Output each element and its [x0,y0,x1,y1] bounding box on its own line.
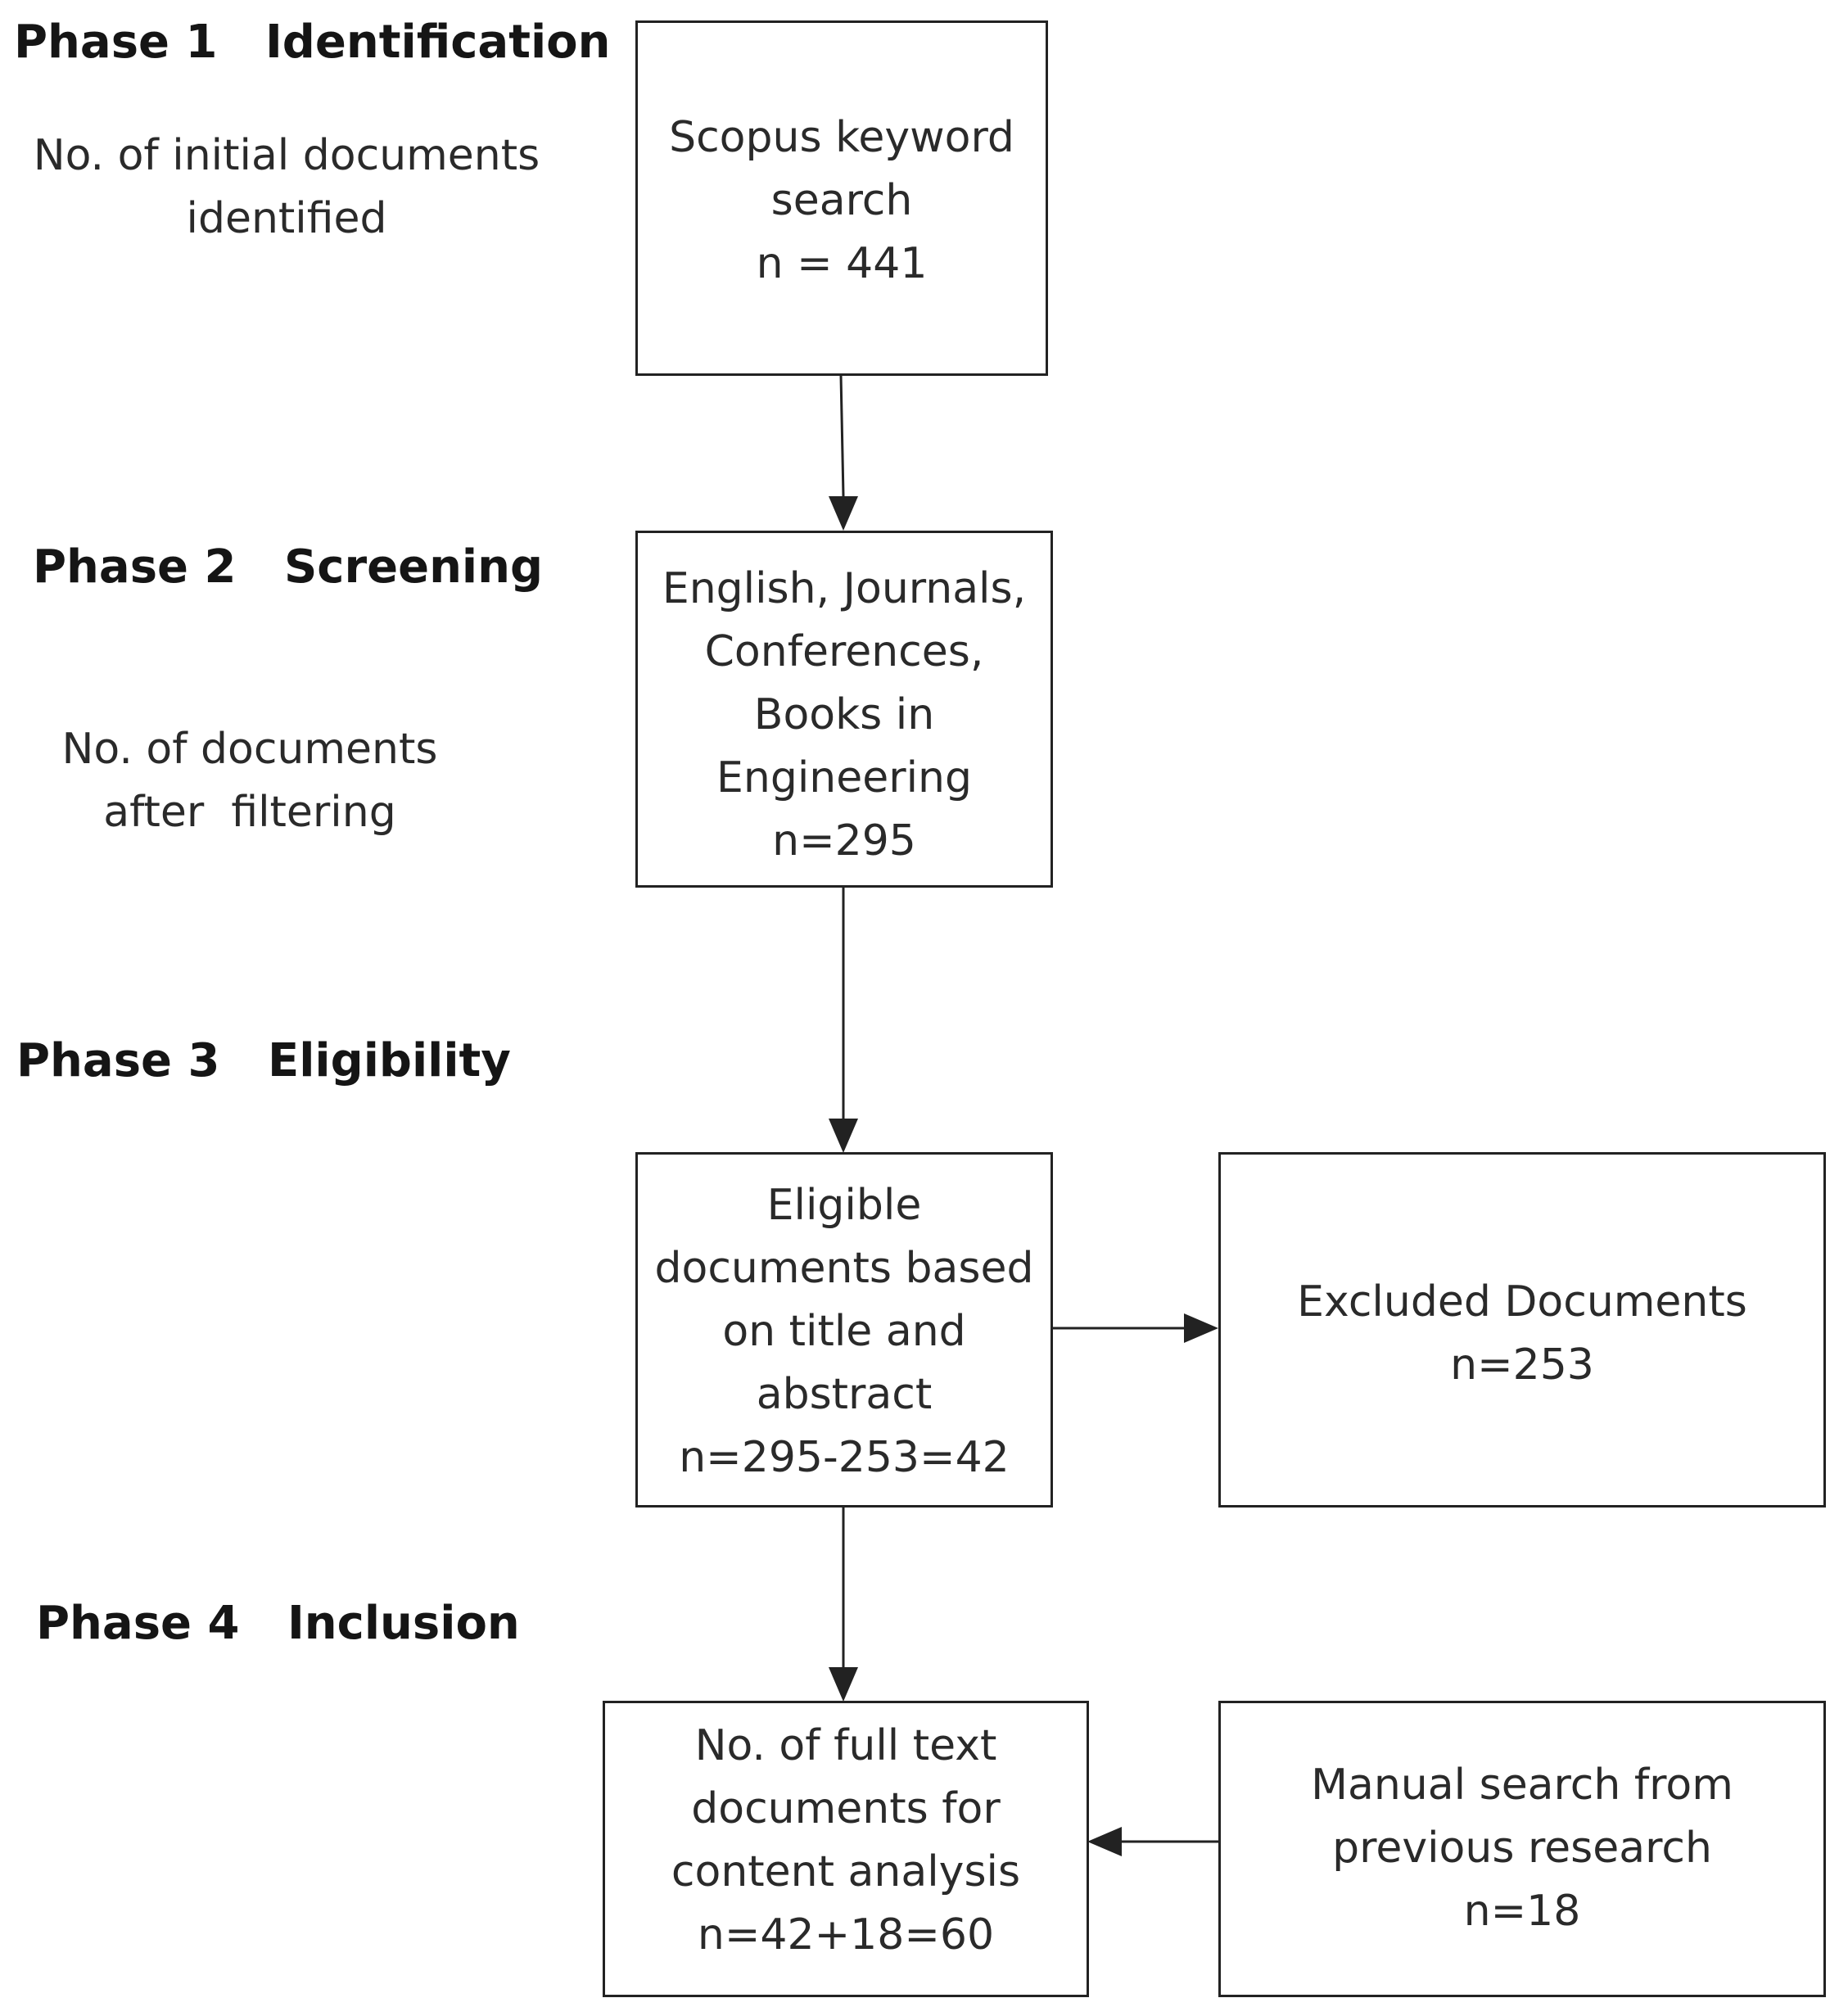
phase-1-description-line: identified [186,194,387,243]
box-text-line: Scopus keyword [669,113,1014,162]
phase-3-title: Phase 3 Eligibility [16,1034,511,1087]
box-text-line: documents for [691,1784,1001,1833]
box-text-line: English, Journals, [662,564,1027,613]
arrowhead-down [829,496,858,531]
box-text-line: No. of full text [694,1721,997,1770]
box-text-line: n=18 [1463,1887,1581,1936]
box-text-line: on title and [722,1307,966,1356]
phase-1-title: Phase 1 Identification [14,16,611,69]
box-text-line: content analysis [671,1847,1021,1896]
box-text-line: Excluded Documents [1297,1277,1747,1327]
phase-1-description-line: No. of initial documents [33,131,540,180]
arrowhead-right [1184,1313,1218,1343]
box-text-line: Engineering [716,753,972,802]
phase-4-title: Phase 4 Inclusion [36,1597,520,1650]
box-excluded-documents: Excluded Documents n=253 [1218,1152,1826,1508]
box-text-line: n=42+18=60 [697,1910,995,1960]
box-text-line: Eligible [766,1181,922,1230]
phase-2-description: No. of documents after filtering [16,718,483,844]
box-full-text-documents: No. of full text documents for content a… [603,1701,1089,1997]
box-scopus-search: Scopus keyword search n = 441 [635,20,1048,376]
box-text-line: search [770,176,913,225]
arrowhead-down [829,1667,858,1702]
phase-2-description-line: after filtering [103,788,396,837]
arrow-scopus-to-filter [839,374,845,497]
box-text-line: Books in [753,690,935,739]
arrowhead-down [829,1119,858,1153]
box-filtering: English, Journals, Conferences, Books in… [635,531,1053,888]
phase-2-description-line: No. of documents [61,725,438,774]
box-text-line: previous research [1332,1824,1712,1873]
phase-1-description: No. of initial documents identified [16,124,557,251]
box-text-line: n=295 [772,816,916,866]
arrowhead-left [1087,1827,1122,1856]
box-text-line: Conferences, [704,627,984,676]
box-eligible-documents: Eligible documents based on title and ab… [635,1152,1053,1508]
box-text-line: documents based [654,1244,1034,1293]
phase-2-title: Phase 2 Screening [33,540,544,594]
box-text-line: n=295-253=42 [679,1433,1010,1482]
box-manual-search: Manual search from previous research n=1… [1218,1701,1826,1997]
box-text-line: n = 441 [756,239,928,288]
box-text-line: n=253 [1450,1340,1594,1390]
box-text-line: abstract [756,1370,933,1419]
box-text-line: Manual search from [1311,1761,1733,1810]
